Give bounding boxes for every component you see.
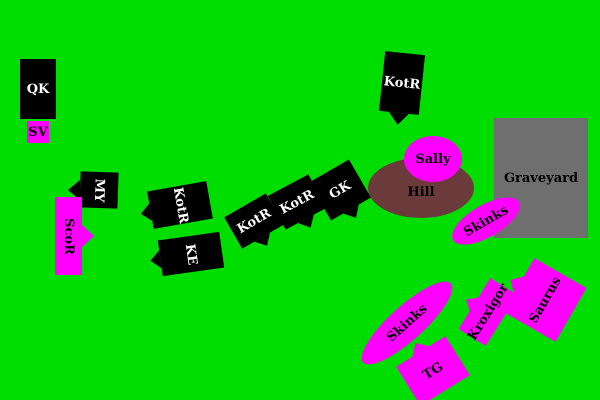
unit-kotr-mid1-label: KotR: [234, 205, 274, 237]
unit-scor-label: ScoR: [61, 217, 76, 255]
unit-tg-label: TG: [420, 359, 446, 383]
facing-arrow-icon: [82, 225, 94, 247]
unit-ke-label: KE: [182, 242, 200, 266]
unit-kotr-left[interactable]: KotR: [139, 181, 213, 229]
unit-kotr-left-label: KotR: [169, 185, 191, 225]
unit-sv-label: SV: [28, 124, 48, 140]
unit-saurus-label: Saurus: [525, 274, 565, 326]
hill-label: Hill: [407, 184, 435, 200]
unit-my[interactable]: MY: [68, 171, 119, 209]
unit-saurus[interactable]: Saurus: [503, 258, 587, 342]
unit-gk-label: GK: [326, 177, 354, 203]
unit-kotr-top[interactable]: KotR: [378, 51, 426, 126]
facing-arrow-icon: [68, 180, 80, 200]
unit-sally-label: Sally: [415, 151, 451, 167]
unit-sally[interactable]: Sally: [404, 136, 462, 182]
facing-arrow-icon: [387, 111, 409, 126]
graveyard-label: Graveyard: [503, 170, 579, 186]
unit-kotr-top-label: KotR: [383, 73, 421, 93]
unit-qk-label: QK: [26, 81, 50, 97]
unit-ke[interactable]: KE: [149, 231, 225, 277]
unit-tg[interactable]: TG: [396, 336, 470, 400]
unit-my-label: MY: [91, 177, 107, 203]
unit-qk[interactable]: QK: [20, 59, 56, 119]
unit-scor[interactable]: ScoR: [55, 197, 94, 275]
unit-sv[interactable]: SV: [27, 121, 49, 143]
unit-kotr-mid2-label: KotR: [277, 186, 317, 218]
